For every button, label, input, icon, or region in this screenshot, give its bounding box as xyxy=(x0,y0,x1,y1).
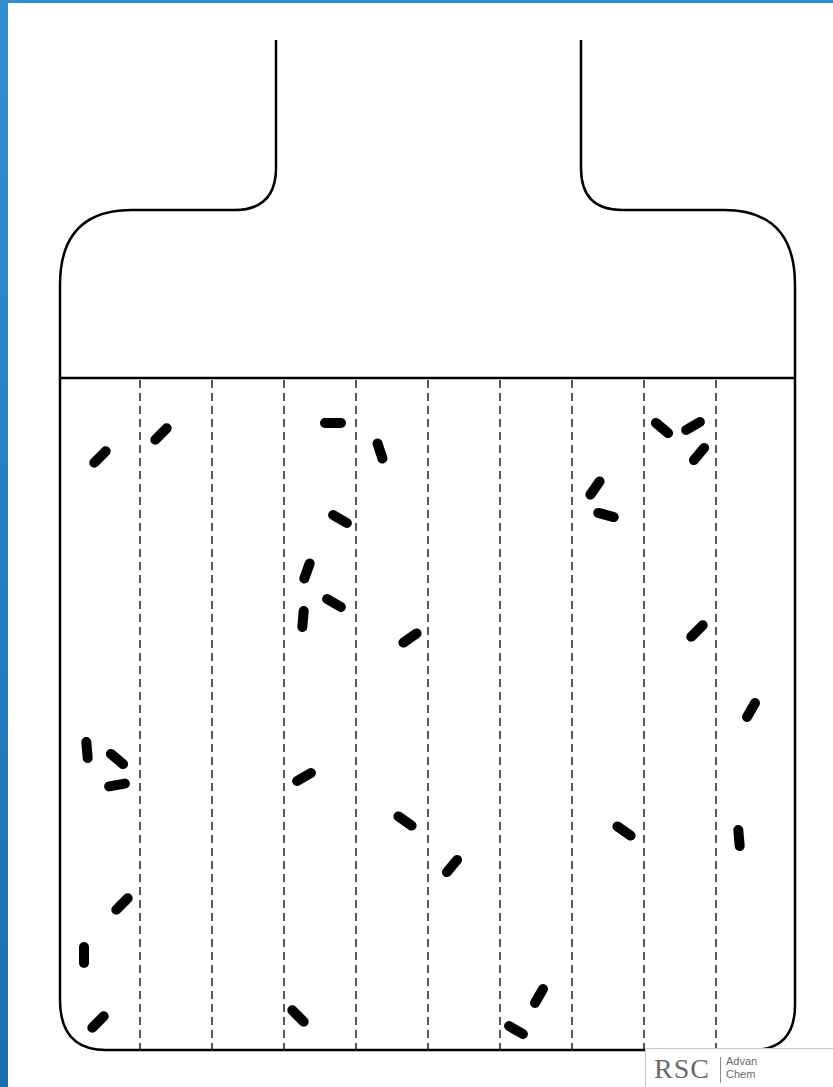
strip-divider xyxy=(715,380,716,1049)
bacterium xyxy=(155,428,166,439)
bacterium xyxy=(302,611,303,627)
strip-divider xyxy=(571,380,572,1049)
bacterium xyxy=(447,860,457,872)
bacterium xyxy=(686,422,700,430)
bacterium xyxy=(333,515,347,523)
bacterium xyxy=(109,784,125,787)
watermark-logo: RSC xyxy=(654,1053,710,1085)
bacterium xyxy=(398,816,411,825)
strip-divider xyxy=(355,380,356,1049)
strip-divider xyxy=(139,380,140,1049)
bacterium xyxy=(535,989,543,1003)
watermark-divider xyxy=(720,1057,721,1083)
bacterium xyxy=(656,423,668,433)
edge-strip xyxy=(0,0,833,3)
watermark-text: Advan xyxy=(726,1055,757,1068)
bacterium xyxy=(86,742,87,758)
liquid-surface xyxy=(61,377,794,380)
bacterium xyxy=(292,1010,303,1021)
flask-outline xyxy=(60,40,795,1050)
watermark-text: Chem xyxy=(726,1068,755,1081)
bacterium xyxy=(617,826,630,835)
bacterium xyxy=(403,633,416,642)
bacterium xyxy=(598,513,613,517)
bacterium xyxy=(111,754,123,764)
bacterium xyxy=(509,1026,523,1034)
watermark: RSC Advan Chem xyxy=(645,1048,833,1087)
strip-divider xyxy=(211,380,212,1049)
bacterium xyxy=(747,703,755,717)
strip-divider xyxy=(643,380,644,1049)
bacterium xyxy=(378,443,383,458)
strip-divider xyxy=(283,380,284,1049)
edge-strip xyxy=(0,0,8,1087)
bacterium xyxy=(694,448,704,460)
bacterium xyxy=(116,898,127,909)
bacterium xyxy=(738,830,739,846)
bacterium xyxy=(94,451,105,462)
bacterium xyxy=(297,773,311,781)
bacterium xyxy=(590,481,599,494)
bacterium xyxy=(325,418,341,428)
strip-divider xyxy=(499,380,500,1049)
bacterium xyxy=(691,625,702,636)
bacterium xyxy=(79,947,89,963)
bacterium xyxy=(327,599,341,607)
strip-divider xyxy=(427,380,428,1049)
bacterium xyxy=(304,564,309,579)
bacterium xyxy=(92,1016,103,1027)
